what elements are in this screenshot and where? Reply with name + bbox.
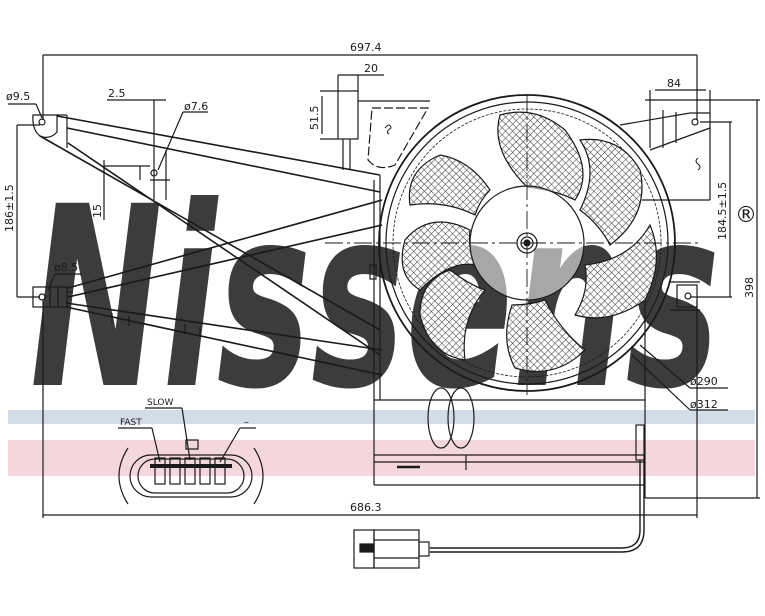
center-lines <box>325 95 700 395</box>
hole-dia-inner-left: ø7.6 <box>184 100 208 113</box>
dim-right-hole-spacing: 184.5±1.5 <box>716 182 729 240</box>
top-tab <box>320 74 430 170</box>
pin-label-negative: – <box>244 417 249 428</box>
dim-left-hole-spacing: 186±1.5 <box>3 184 16 232</box>
fan-blade <box>497 111 584 201</box>
dim-overall-bottom: 686.3 <box>350 501 382 514</box>
hole-dia-top-left: ø9.5 <box>6 90 30 103</box>
dim-overall-height: 398 <box>743 277 756 298</box>
right-lower-mount-lug <box>670 281 700 311</box>
dimension-overall-top <box>42 54 698 120</box>
connector-pinout <box>118 407 264 505</box>
fan-blade <box>408 154 491 216</box>
dim-tab-height: 51.5 <box>308 106 321 131</box>
shroud-frame <box>369 175 645 486</box>
dim-offset-small: 2.5 <box>108 87 126 100</box>
dim-offset-vertical: 15 <box>91 204 104 218</box>
watermark-red-band <box>8 440 755 476</box>
fan-dia-blade: ø290 <box>690 375 718 388</box>
top-left-mount-lug <box>32 114 68 148</box>
fan-blade <box>506 299 586 372</box>
fan-blade <box>419 269 487 361</box>
fan-blades <box>401 111 658 372</box>
pin-label-slow: SLOW <box>147 398 173 408</box>
watermark-blue-band <box>8 410 755 424</box>
dim-overall-top: 697.4 <box>350 41 382 54</box>
motor-cover <box>427 387 475 449</box>
dim-right-bracket-width: 84 <box>667 77 681 90</box>
registered-mark-icon: ® <box>735 203 757 228</box>
lower-left-mount-lug <box>32 286 73 308</box>
pin-label-fast: FAST <box>120 418 142 428</box>
connector-labels: FAST SLOW – <box>120 398 249 428</box>
power-cable <box>353 460 645 569</box>
hole-dia-lower-left: ø8.5 <box>54 261 78 274</box>
fan-blade <box>578 138 643 246</box>
drawing-lines <box>8 54 760 569</box>
fan-dia-shroud: ø312 <box>690 398 718 411</box>
dimension-left-hole-spacing <box>16 124 40 298</box>
fan-blade <box>574 223 658 319</box>
right-mount-bracket <box>619 89 711 201</box>
dimension-overall-height <box>644 99 760 499</box>
dimension-labels: 697.4 686.3 20 84 2.5 ø9.5 ø7.6 ø8.5 ø29… <box>3 41 756 514</box>
frame-struts <box>39 115 383 376</box>
dim-tab-width: 20 <box>364 62 378 75</box>
dimension-overall-bottom <box>42 300 698 518</box>
